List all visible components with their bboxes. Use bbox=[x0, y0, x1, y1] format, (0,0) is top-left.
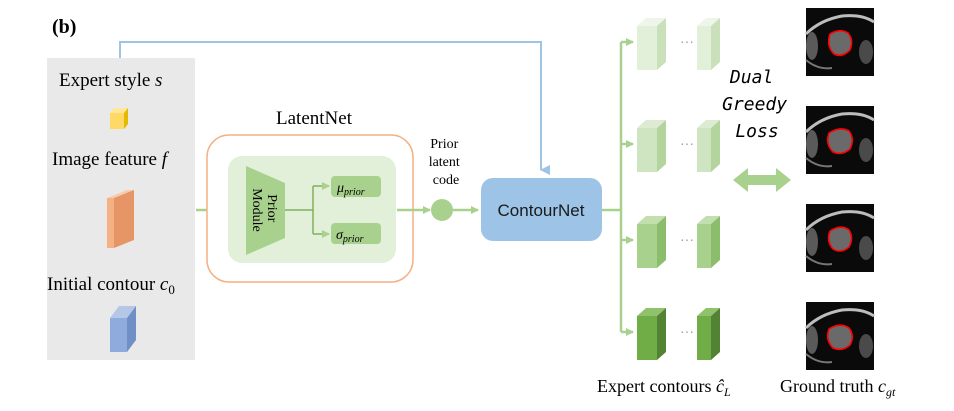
contournet-label: ContourNet bbox=[498, 201, 585, 220]
latentnet-title: LatentNet bbox=[276, 108, 353, 129]
mu-prior-box bbox=[331, 176, 381, 197]
output-branch-trunk bbox=[602, 42, 623, 332]
expert-contour-output-3: ··· bbox=[637, 216, 720, 268]
image-feature-label: Image feature f bbox=[52, 149, 170, 170]
double-arrow-icon bbox=[733, 168, 791, 192]
expert-contour-output-4: ··· bbox=[637, 308, 720, 360]
expert-contours-caption-text: Expert contours bbox=[597, 376, 716, 396]
ground-truth-subscript: gt bbox=[886, 385, 896, 399]
initial-contour-cube-icon bbox=[110, 306, 136, 352]
prior-latent-code-word1: Prior bbox=[430, 137, 458, 152]
image-feature-cube-icon bbox=[107, 190, 134, 248]
loss-word-2: Greedy bbox=[722, 94, 787, 115]
prior-latent-code-word3: code bbox=[433, 173, 459, 188]
expert-contour-output-2: ··· bbox=[637, 120, 720, 172]
expert-style-cube-icon bbox=[110, 108, 128, 129]
ground-truth-image-1 bbox=[804, 8, 875, 76]
ground-truth-image-3 bbox=[804, 204, 875, 272]
loss-word-1: Dual bbox=[729, 67, 773, 88]
ellipsis-4: ··· bbox=[680, 326, 694, 341]
expert-contour-output-1: ··· bbox=[637, 18, 720, 70]
ground-truth-caption-text: Ground truth bbox=[780, 376, 878, 396]
ground-truth-image-4 bbox=[804, 302, 875, 370]
sigma-prior-box bbox=[331, 223, 381, 244]
prior-latent-code-label: Prior latent code bbox=[429, 137, 464, 188]
ellipsis-1: ··· bbox=[680, 36, 694, 51]
ground-truth-caption: Ground truth cgt bbox=[780, 376, 896, 399]
prior-module-label-word2: Module bbox=[249, 188, 264, 232]
ellipsis-2: ··· bbox=[680, 138, 694, 153]
expert-style-label: Expert style s bbox=[59, 70, 162, 91]
initial-contour-label: Initial contour c0 bbox=[47, 274, 175, 297]
loss-word-3: Loss bbox=[735, 121, 778, 142]
prior-module-label: Prior Module bbox=[249, 188, 279, 232]
ellipsis-3: ··· bbox=[680, 234, 694, 249]
prior-module-label-word1: Prior bbox=[264, 194, 279, 222]
ground-truth-symbol: c bbox=[878, 376, 886, 396]
prior-module-block bbox=[246, 166, 285, 255]
panel-label: (b) bbox=[52, 16, 76, 38]
loss-label: Dual Greedy Loss bbox=[722, 67, 798, 142]
expert-contours-symbol: ĉ bbox=[716, 376, 725, 396]
prior-latent-code-dot bbox=[431, 199, 453, 221]
contournet-box bbox=[481, 178, 602, 241]
expert-contours-caption: Expert contours ĉL bbox=[597, 376, 731, 399]
style-to-contournet-arrow bbox=[119, 41, 550, 175]
prior-module-branch bbox=[285, 186, 314, 234]
prior-latent-code-word2: latent bbox=[429, 155, 460, 170]
expert-contours-subscript: L bbox=[723, 385, 731, 399]
ground-truth-image-2 bbox=[804, 106, 875, 174]
